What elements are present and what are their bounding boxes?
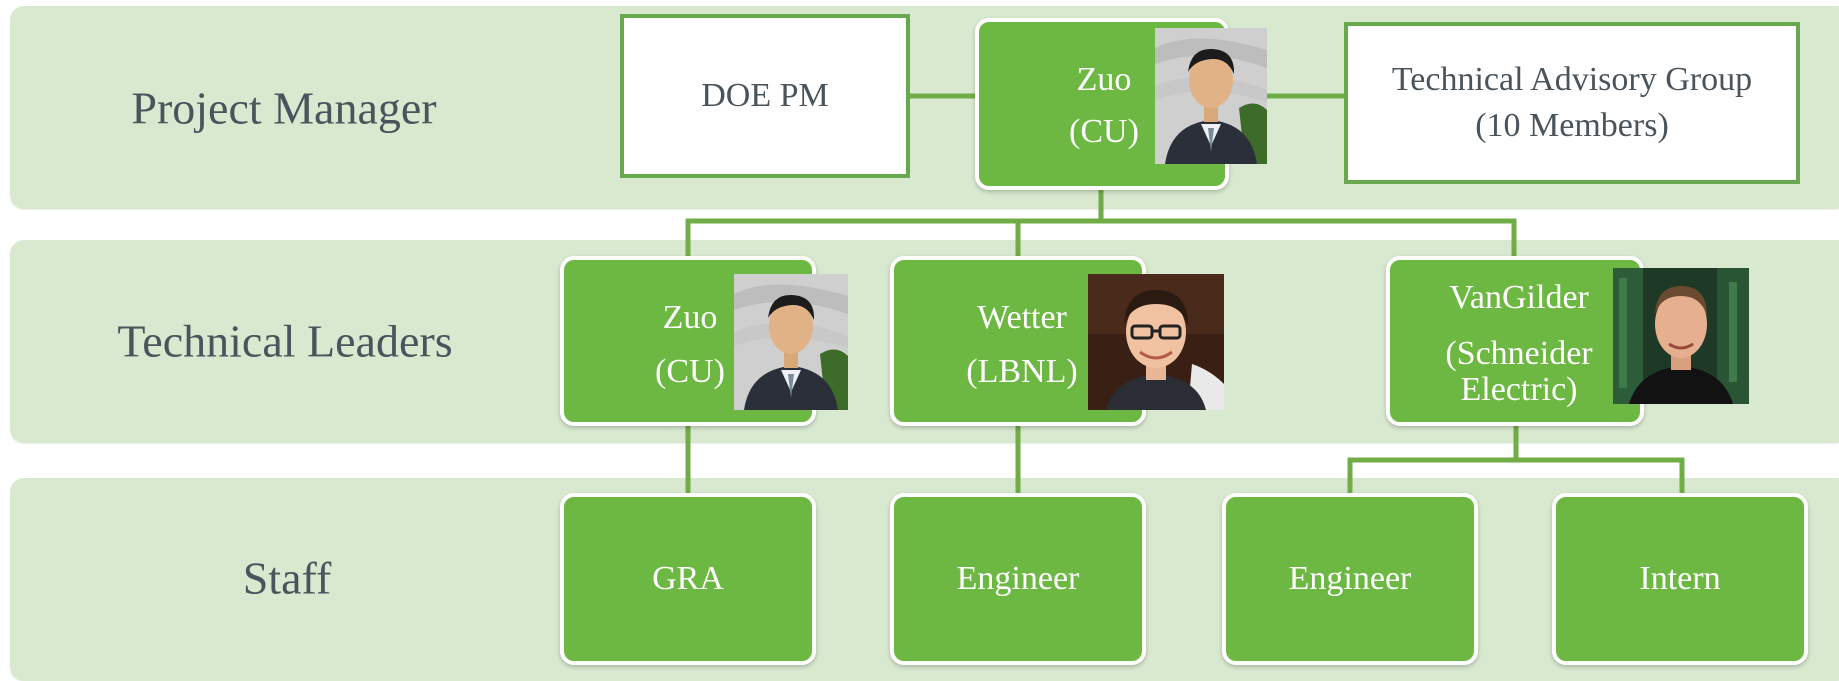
advisory-line-2: (10 Members) (1475, 107, 1669, 144)
band-label-technical-leaders: Technical Leaders (117, 315, 453, 367)
person-photo-icon (1088, 274, 1224, 410)
staff-node-engineer-lbnl: Engineer (890, 493, 1146, 665)
staff-node-intern: Intern (1552, 493, 1808, 665)
doe-pm-label: DOE PM (701, 77, 829, 115)
leader-wetter-org: (LBNL) (966, 353, 1078, 390)
staff-node-engineer-schneider: Engineer (1222, 493, 1478, 665)
technical-advisory-group-box: Technical Advisory Group (10 Members) (1344, 22, 1800, 184)
person-photo-icon (734, 274, 848, 410)
staff-engineer-label: Engineer (956, 560, 1080, 597)
leader-wetter-name: Wetter (977, 299, 1067, 336)
leader-node-vangilder: VanGilder (Schneider Electric) (1386, 256, 1644, 426)
leader-vangilder-name: VanGilder (1449, 279, 1589, 316)
staff-intern-label: Intern (1639, 560, 1721, 597)
leader-zuo-name: Zuo (662, 299, 718, 336)
band-label-staff: Staff (242, 552, 332, 604)
leader-vangilder-org-line-2: Electric) (1460, 371, 1578, 408)
person-photo-icon (1155, 28, 1267, 164)
band-label-project-manager: Project Manager (131, 82, 437, 134)
person-photo-icon (1613, 268, 1749, 404)
doe-pm-box: DOE PM (620, 14, 910, 178)
pm-org: (CU) (1069, 113, 1139, 150)
staff-node-gra: GRA (560, 493, 816, 665)
leader-zuo-org: (CU) (655, 353, 725, 390)
staff-gra-label: GRA (652, 560, 724, 597)
advisory-line-1: Technical Advisory Group (1391, 61, 1753, 99)
leader-vangilder-org-line-1: (Schneider (1445, 335, 1593, 372)
pm-name: Zuo (1076, 61, 1132, 98)
staff-engineer-label: Engineer (1288, 560, 1412, 597)
